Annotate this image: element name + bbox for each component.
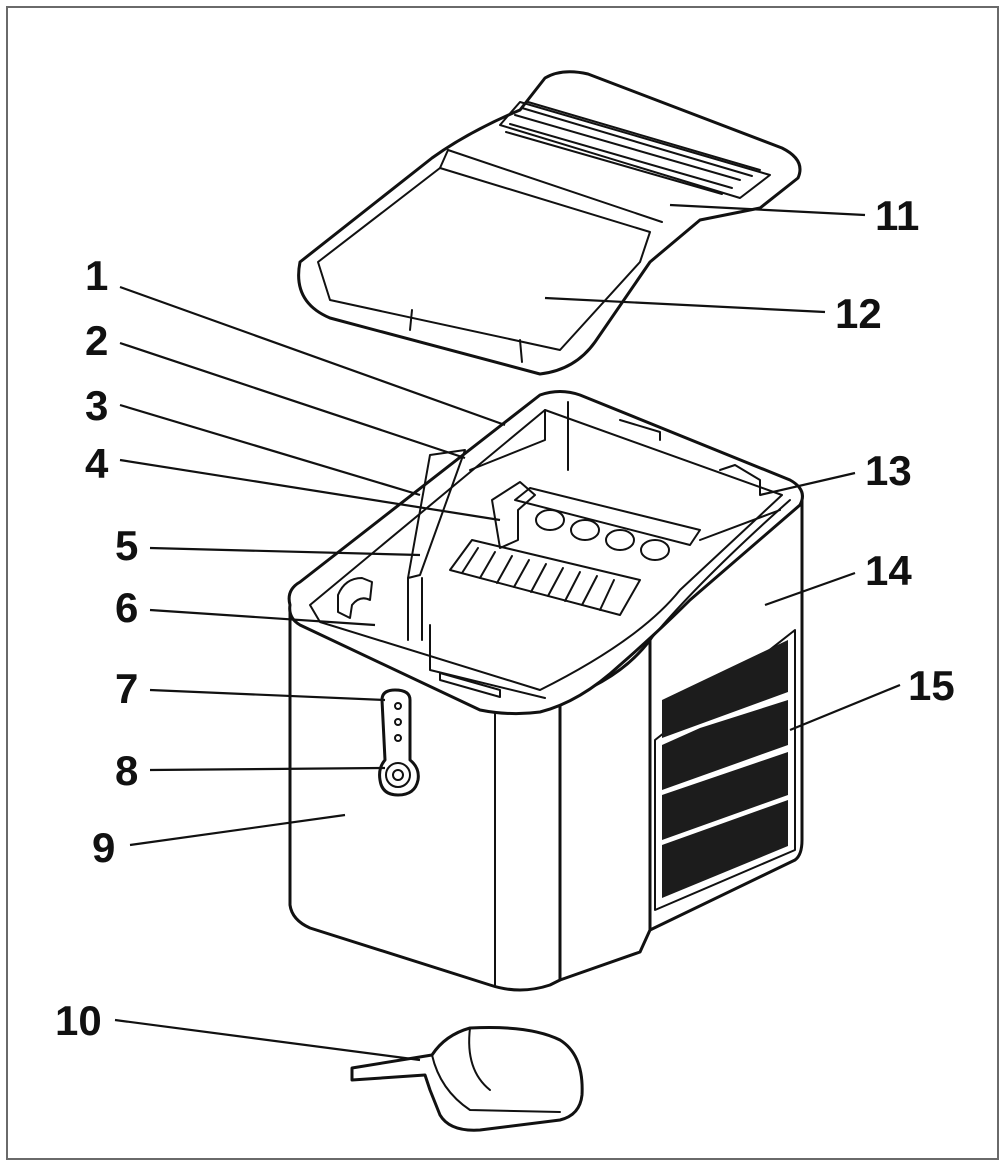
callout-13: 13 xyxy=(865,447,912,494)
callout-2: 2 xyxy=(85,317,108,364)
callout-12: 12 xyxy=(835,290,882,337)
side-vent-grille xyxy=(654,629,796,911)
callout-labels: 1 2 3 4 5 6 7 8 9 10 11 12 13 14 15 xyxy=(55,192,955,1044)
control-panel xyxy=(378,688,420,797)
callout-15: 15 xyxy=(908,662,955,709)
callout-3: 3 xyxy=(85,382,108,429)
machine-body xyxy=(287,390,804,992)
leader-lines xyxy=(114,203,901,1062)
ice-tray-ribs xyxy=(461,547,615,611)
ice-fingers xyxy=(514,487,701,561)
ice-scoop xyxy=(350,1026,584,1132)
lid xyxy=(297,70,802,376)
callout-9: 9 xyxy=(92,824,115,871)
callout-1: 1 xyxy=(85,252,108,299)
callout-14: 14 xyxy=(865,547,912,594)
callout-10: 10 xyxy=(55,997,102,1044)
callout-8: 8 xyxy=(115,747,138,794)
callout-7: 7 xyxy=(115,665,138,712)
callout-6: 6 xyxy=(115,584,138,631)
callout-5: 5 xyxy=(115,522,138,569)
lid-vent-slots xyxy=(505,101,761,195)
callout-4: 4 xyxy=(85,440,109,487)
callout-11: 11 xyxy=(875,192,919,239)
